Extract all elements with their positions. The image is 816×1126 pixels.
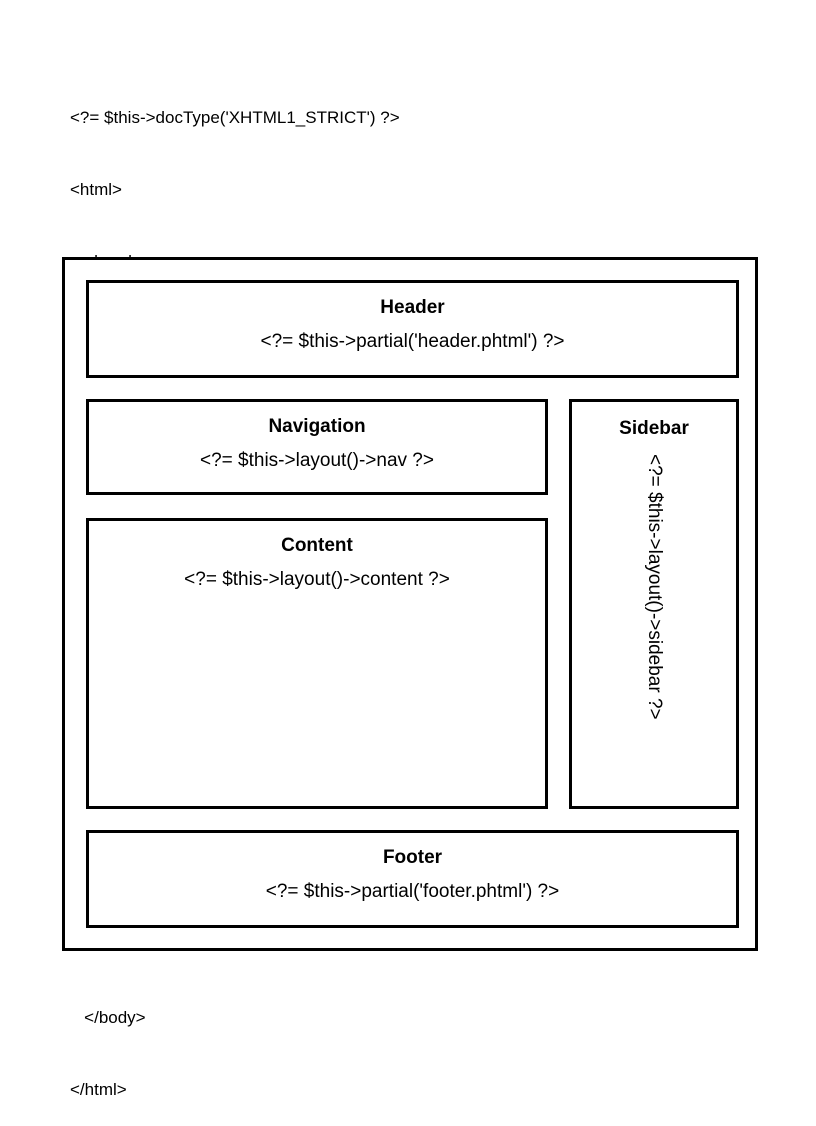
content-box-code: <?= $this->layout()->content ?> <box>184 569 450 590</box>
content-box-title: Content <box>281 535 353 556</box>
code-listing-bottom: </body> </html> <box>70 958 146 1126</box>
header-box-code: <?= $this->partial('header.phtml') ?> <box>260 331 565 352</box>
diagram-box-footer: Footer <?= $this->partial('footer.phtml'… <box>86 830 739 928</box>
layout-diagram-body-container: Header <?= $this->partial('header.phtml'… <box>62 257 758 951</box>
navigation-box-code: <?= $this->layout()->nav ?> <box>200 450 434 471</box>
header-box-title: Header <box>380 297 445 318</box>
diagram-box-content: Content <?= $this->layout()->content ?> <box>86 518 548 809</box>
code-line: </body> <box>70 1008 146 1027</box>
footer-box-title: Footer <box>382 847 443 868</box>
navigation-box-title: Navigation <box>268 416 366 437</box>
diagram-box-header: Header <?= $this->partial('header.phtml'… <box>86 280 739 378</box>
code-line: </html> <box>70 1080 127 1099</box>
footer-box-code: <?= $this->partial('footer.phtml') ?> <box>265 881 560 902</box>
sidebar-box-code: <?= $this->layout()->sidebar ?> <box>644 454 665 720</box>
code-line: <?= $this->docType('XHTML1_STRICT') ?> <box>70 108 400 127</box>
sidebar-box-code-wrap: <?= $this->layout()->sidebar ?> <box>572 454 736 804</box>
diagram-box-navigation: Navigation <?= $this->layout()->nav ?> <box>86 399 548 495</box>
diagram-box-sidebar: Sidebar <?= $this->layout()->sidebar ?> <box>569 399 739 809</box>
code-line: <html> <box>70 180 122 199</box>
sidebar-box-title: Sidebar <box>619 418 689 439</box>
